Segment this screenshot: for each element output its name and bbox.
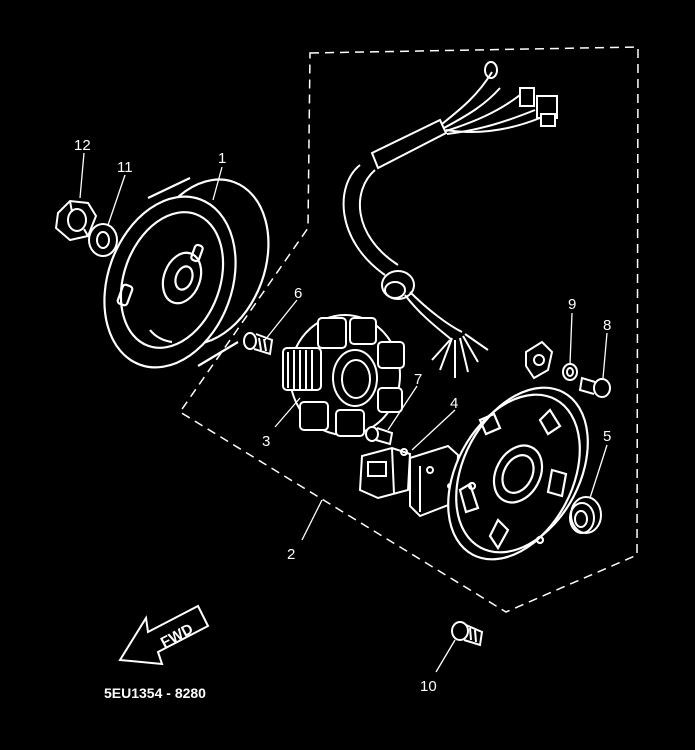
part-label-8: 8	[603, 317, 611, 334]
washer-small-part	[562, 363, 578, 381]
washer-part	[88, 223, 118, 257]
part-label-9: 9	[568, 296, 576, 313]
assembly-boundary-dashed	[178, 46, 639, 613]
bolt-part	[451, 621, 484, 647]
wiring-harness	[342, 61, 558, 378]
nut-part	[54, 199, 98, 242]
part-label-1: 1	[218, 150, 226, 167]
stator-base-plate-part	[447, 386, 589, 561]
fwd-arrow-icon	[118, 604, 210, 666]
flywheel-rotor-part	[103, 177, 270, 369]
leader-lines	[79, 152, 608, 673]
part-label-2: 2	[287, 546, 295, 563]
part-label-10: 10	[420, 678, 437, 695]
screw-small-part	[578, 376, 611, 398]
bolt-small-part	[365, 426, 394, 446]
oil-seal-part	[569, 496, 602, 534]
screw-part	[243, 332, 274, 356]
part-label-6: 6	[294, 285, 302, 302]
part-label-11: 11	[117, 159, 133, 176]
drawing-code: 5EU1354 - 8280	[104, 685, 206, 701]
part-label-4: 4	[450, 395, 458, 412]
part-label-12: 12	[74, 137, 91, 154]
clamp-part	[525, 340, 554, 380]
stator-coil-part	[282, 314, 405, 437]
pickup-coil-part	[358, 444, 460, 518]
part-label-3: 3	[262, 433, 270, 450]
part-label-7: 7	[414, 371, 422, 388]
part-label-5: 5	[603, 428, 611, 445]
fwd-arrow: FWD	[118, 604, 210, 666]
